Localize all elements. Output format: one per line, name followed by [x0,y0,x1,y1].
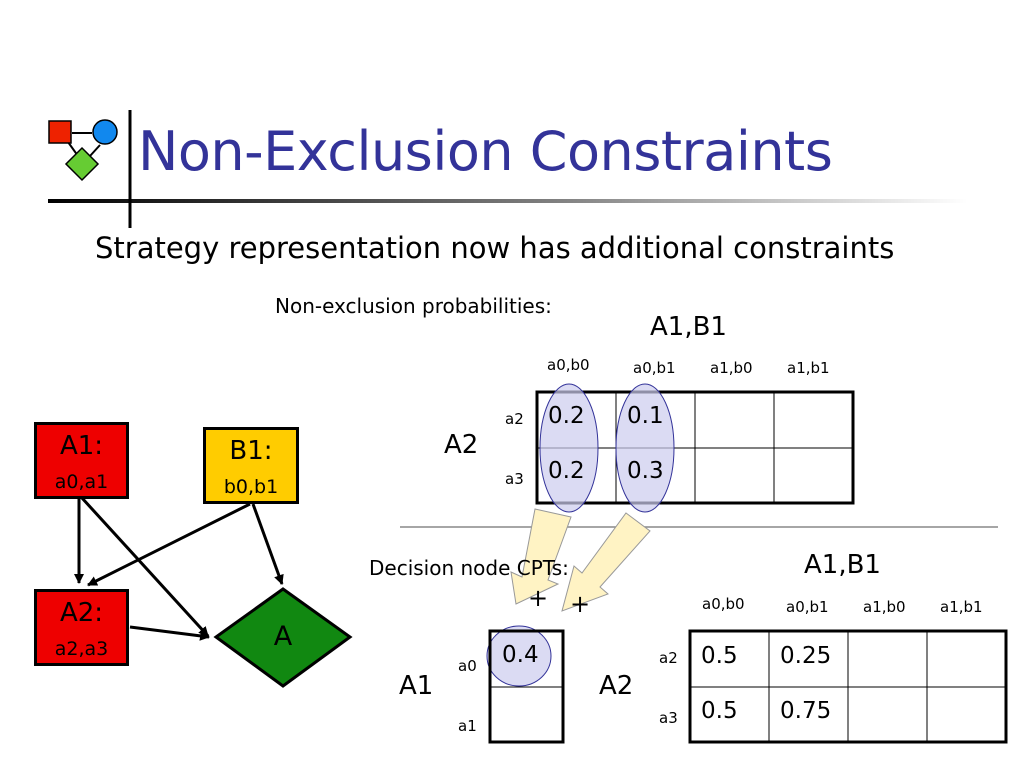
a2-table-col-header: a1,b1 [940,598,983,616]
highlight-ellipse-a0b1 [615,383,675,513]
title-horizontal-rule [48,199,968,203]
nonexclusion-col-header: a1,b0 [710,359,753,377]
a2-table-col-header: a0,b1 [786,598,829,616]
subtitle: Strategy representation now has addition… [95,231,895,265]
nonexclusion-label: Non-exclusion probabilities: [275,294,552,318]
plus-sign-left: + [528,584,549,612]
a2-table-cell: 0.75 [780,698,832,724]
nonexclusion-row-header: a3 [505,470,524,488]
a2-table-col-header: a0,b0 [702,595,745,613]
node-a2-name: A2: [59,598,104,628]
node-b1-name: B1: [229,436,273,466]
nonexclusion-cell: 0.1 [627,403,664,429]
flow-diagram-icon [48,119,118,182]
a2-table-grid [688,629,1008,744]
nonexclusion-cell: 0.2 [548,403,585,429]
plus-sign-right: + [570,590,591,618]
node-a-label: A [273,621,293,652]
nonexclusion-col-header: a0,b0 [547,356,590,374]
node-a2: A2: a2,a3 [34,589,129,666]
page-title: Non-Exclusion Constraints [138,120,833,183]
a1-table-cell: 0.4 [502,642,539,668]
node-b1: B1: b0,b1 [203,427,299,504]
nonexclusion-col-header: a0,b1 [633,359,676,377]
edge-b1-a2 [87,502,251,587]
node-a1-name: A1: [59,431,104,461]
edge-a1-a [80,496,210,638]
highlight-ellipse-a0b0 [539,383,599,513]
a2-table-cell: 0.5 [701,643,738,669]
a2-table-col-header: a1,b0 [863,598,906,616]
a2-table-cell: 0.5 [701,698,738,724]
a1-table-row-header: a0 [458,657,477,675]
edge-b1-a [251,503,284,585]
a2-table-row-header: a3 [659,709,678,727]
a1-table-row-header: a1 [458,717,477,735]
a1-table-grid [488,629,565,744]
a2-table-row-header: a2 [659,649,678,667]
edge-a2-a [129,625,210,641]
node-a2-values: a2,a3 [54,638,109,660]
nonexclusion-cell: 0.2 [548,458,585,484]
highlight-ellipse-a0 [486,625,552,687]
graph-edges [74,496,284,641]
nonexclusion-cell: 0.3 [627,458,664,484]
node-a-shape [213,587,353,688]
a2-table-cell: 0.25 [780,643,832,669]
decision-cpt-label: Decision node CPTs: [369,556,569,580]
fat-arrow-left [510,508,572,605]
node-a1-values: a0,a1 [54,471,109,493]
nonexclusion-row-title: A2 [444,430,479,460]
node-a1: A1: a0,a1 [34,422,129,499]
node-b1-values: b0,b1 [223,476,279,498]
nonexclusion-col-header: a1,b1 [787,359,830,377]
a2-table-col-title: A1,B1 [804,550,881,580]
a1-table-row-title: A1 [399,671,434,701]
a2-table-row-title: A2 [599,671,634,701]
fat-arrow-right [561,512,651,612]
nonexclusion-col-title: A1,B1 [650,312,727,342]
nonexclusion-row-header: a2 [505,410,524,428]
